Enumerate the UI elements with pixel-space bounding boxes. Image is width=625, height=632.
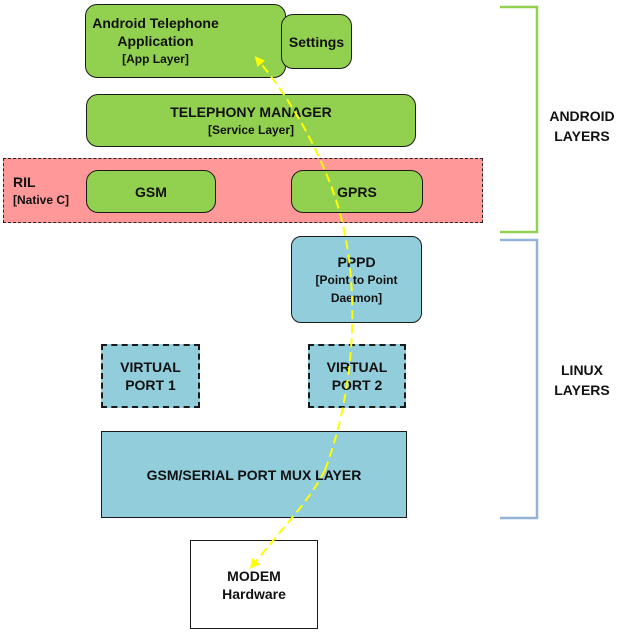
- ril-sublabel: [Native C]: [13, 193, 70, 207]
- telephony-title: TELEPHONY MANAGER: [170, 103, 332, 120]
- modem-line-2: Hardware: [222, 585, 286, 602]
- gprs-label: GPRS: [337, 183, 377, 200]
- app-layer-box: Android Telephone Application [App Layer…: [85, 4, 286, 78]
- ril-title: RIL: [13, 174, 36, 190]
- pppd-box: PPPD [Point to Point Daemon]: [291, 236, 422, 323]
- app-layer-sublabel: [App Layer]: [122, 52, 189, 66]
- ril-label: RIL [Native C]: [13, 173, 69, 209]
- telephony-manager-box: TELEPHONY MANAGER [Service Layer]: [86, 94, 416, 147]
- modem-line-1: MODEM: [227, 567, 281, 584]
- virtual-port-2-box: VIRTUAL PORT 2: [308, 344, 406, 408]
- android-layers-line-1: ANDROID: [549, 108, 615, 124]
- android-layers-label: ANDROID LAYERS: [540, 106, 624, 146]
- linux-layers-label: LINUX LAYERS: [540, 360, 624, 400]
- app-title-line-2: Application: [117, 33, 194, 49]
- modem-box: MODEM Hardware: [190, 540, 318, 629]
- mux-layer-box: GSM/SERIAL PORT MUX LAYER: [101, 431, 407, 518]
- vport1-line-2: PORT 1: [125, 377, 176, 393]
- linux-layers-bracket: [500, 238, 539, 520]
- android-layers-bracket: [500, 5, 539, 234]
- pppd-sub-line-2: Daemon]: [330, 290, 383, 305]
- linux-layers-line-2: LAYERS: [554, 382, 610, 398]
- mux-label: GSM/SERIAL PORT MUX LAYER: [146, 466, 362, 483]
- settings-box: Settings: [281, 14, 352, 69]
- pppd-sub-line-1: [Point to Point: [315, 272, 398, 287]
- android-layers-line-2: LAYERS: [554, 128, 610, 144]
- pppd-title: PPPD: [337, 253, 376, 270]
- vport1-line-1: VIRTUAL: [120, 359, 181, 375]
- telephony-sublabel: [Service Layer]: [207, 122, 295, 137]
- virtual-port-1-box: VIRTUAL PORT 1: [101, 344, 200, 408]
- app-title-line-1: Android Telephone: [92, 15, 219, 31]
- settings-label: Settings: [288, 33, 345, 50]
- gprs-box: GPRS: [291, 170, 423, 213]
- gsm-label: GSM: [135, 183, 167, 200]
- linux-layers-line-1: LINUX: [561, 362, 603, 378]
- gsm-box: GSM: [86, 170, 216, 213]
- vport2-line-2: PORT 2: [331, 377, 383, 393]
- vport2-line-1: VIRTUAL: [326, 359, 388, 375]
